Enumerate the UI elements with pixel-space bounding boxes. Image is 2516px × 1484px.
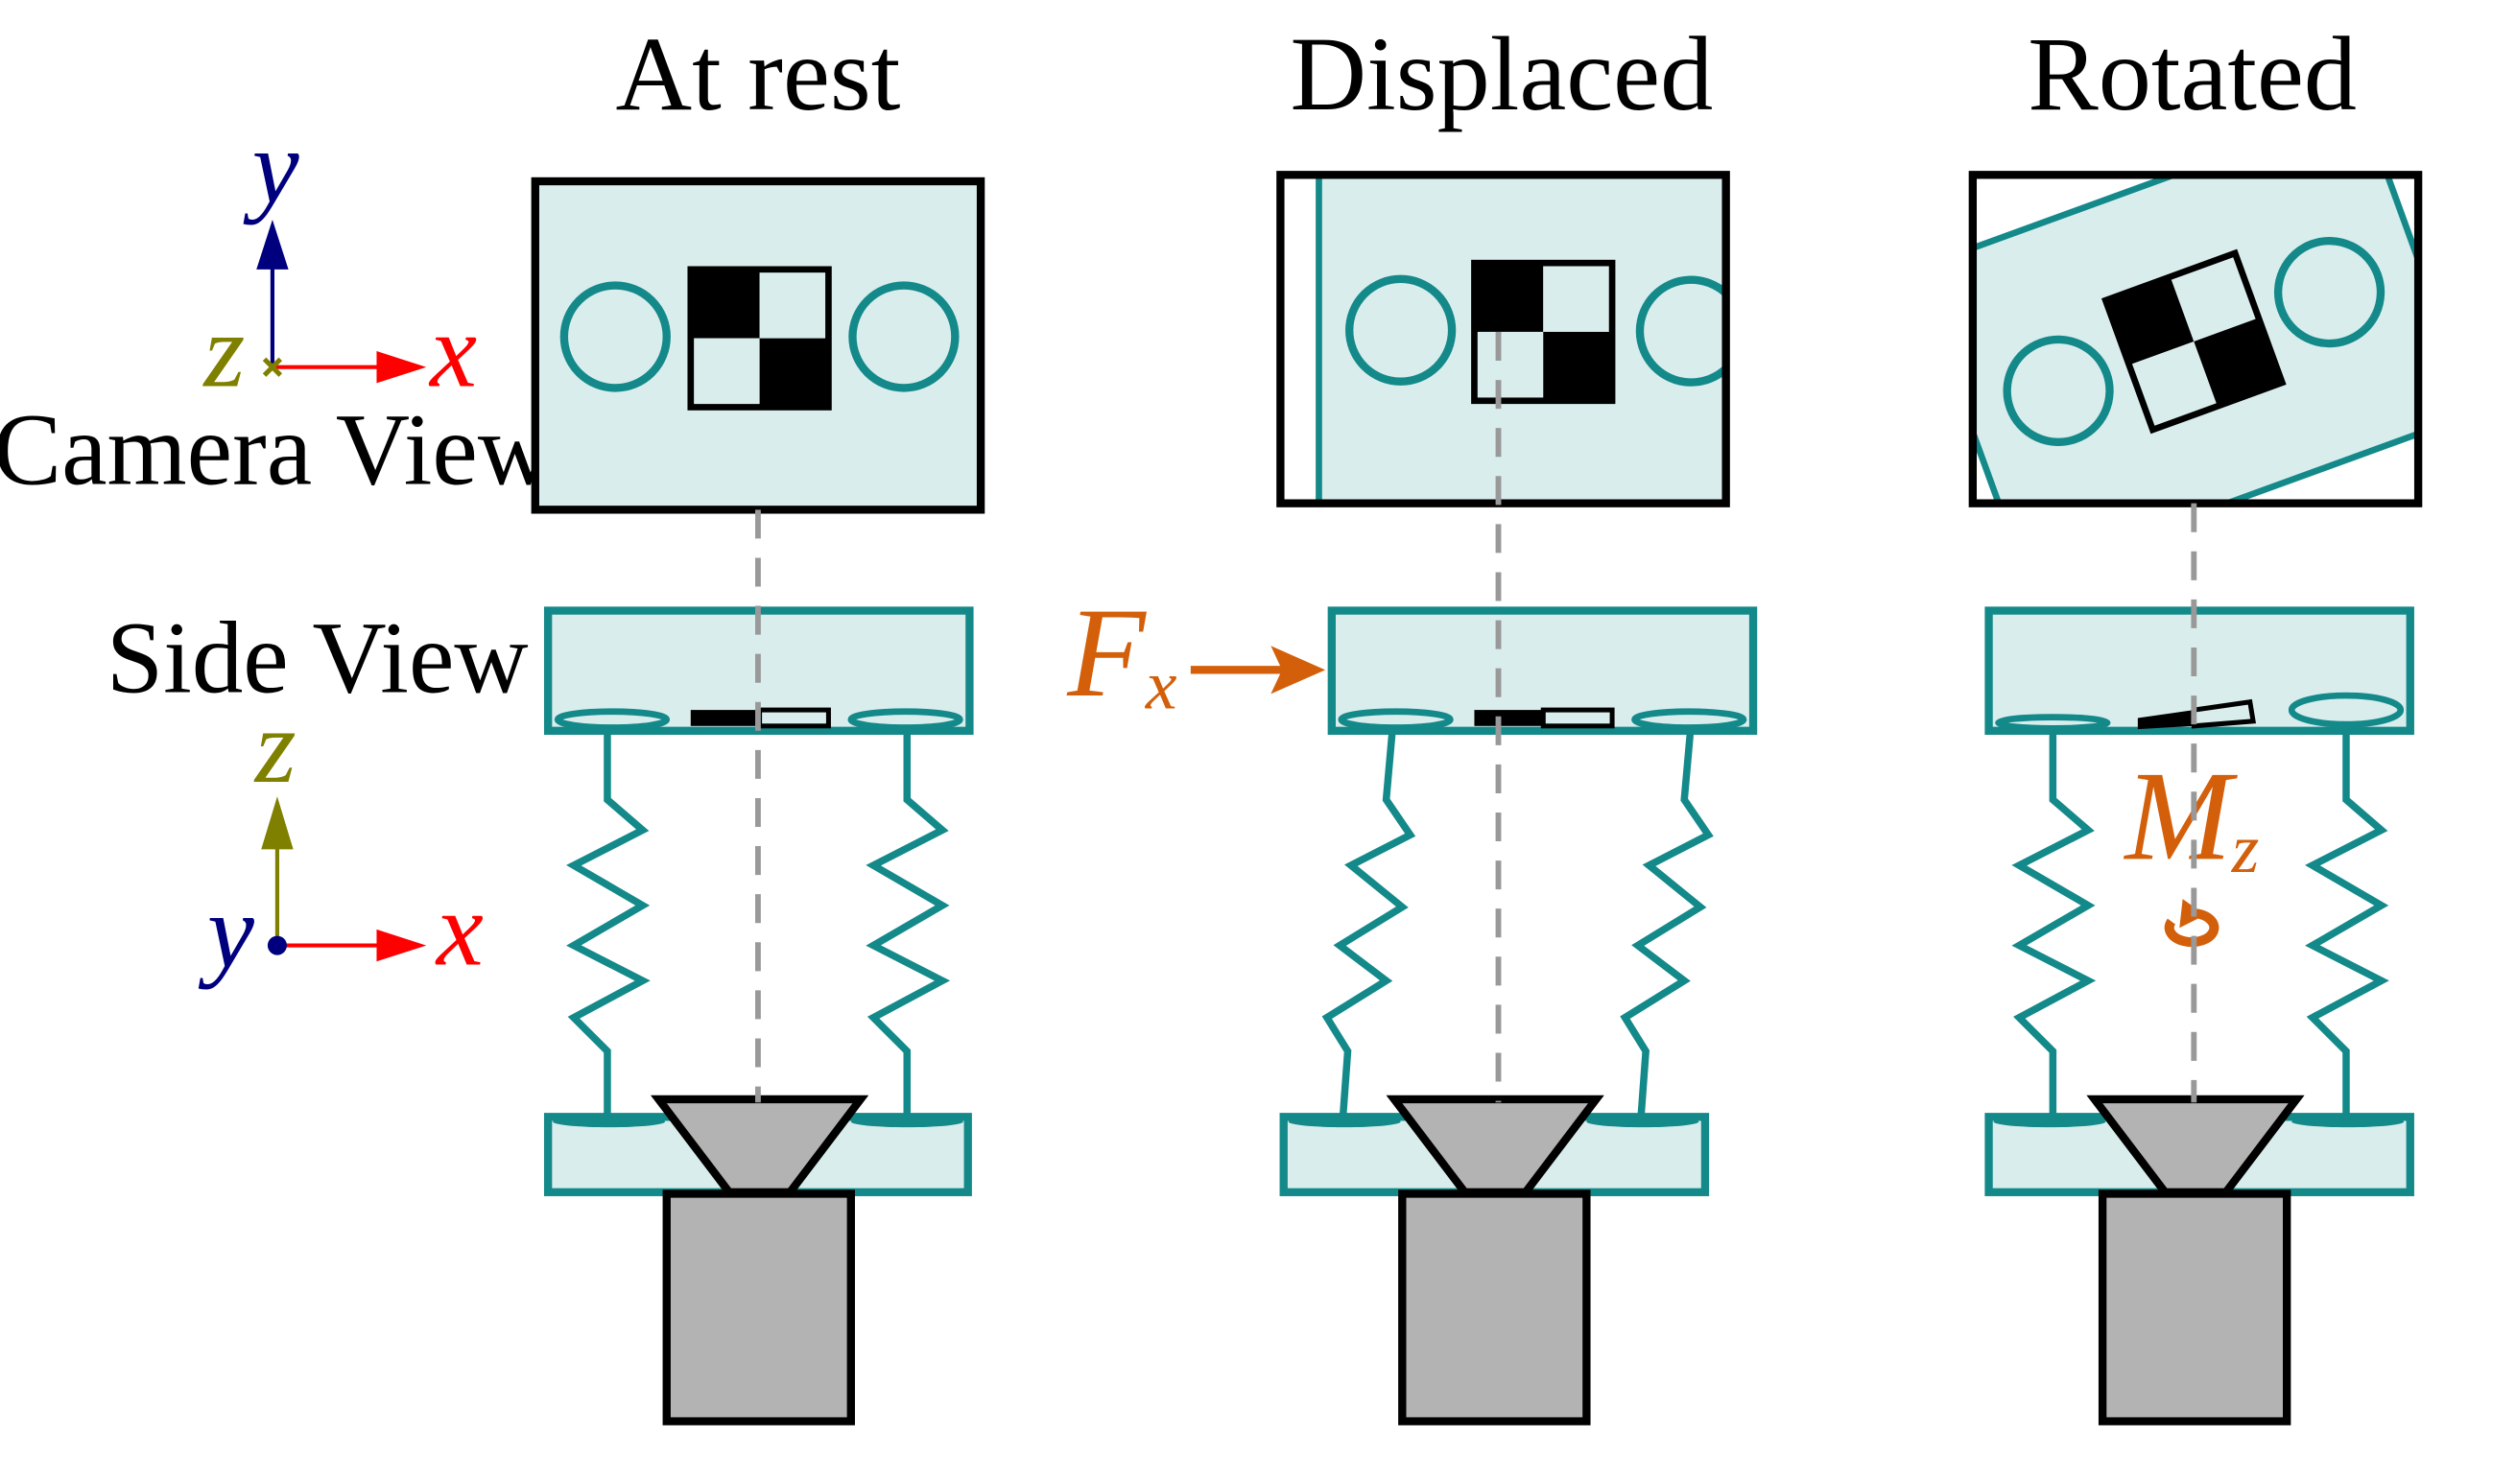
post: [2098, 1190, 2291, 1425]
spring-right: [1620, 727, 1714, 1118]
camera-axis-y-label: y: [243, 108, 299, 225]
panel-at-rest: [531, 177, 985, 1425]
camera-axes: y x z: [202, 108, 477, 410]
side-axis-y-label: y: [198, 872, 254, 989]
spring-right: [2305, 727, 2389, 1118]
post: [662, 1190, 855, 1425]
spring-left: [2011, 727, 2097, 1118]
checker-marker: [2101, 248, 2287, 435]
camera-view-rotated: [1968, 171, 2423, 507]
post: [1398, 1190, 1591, 1425]
panel-displaced: Fx: [1066, 171, 1758, 1425]
checker-marker: [1471, 259, 1616, 405]
force-label: Fx: [1066, 581, 1177, 723]
side-view-top-plate-displaced: [1327, 606, 1758, 735]
spring-right: [866, 727, 951, 1118]
camera-axis-x-label: x: [428, 293, 477, 410]
camera-axis-z-label: z: [202, 293, 245, 410]
side-axes: z x y: [198, 688, 484, 989]
panel-title-rotated: Rotated: [2028, 15, 2357, 132]
camera-view-at-rest: [531, 177, 985, 514]
checker-marker: [687, 266, 832, 411]
force-arrow: Fx: [1066, 581, 1326, 723]
camera-view-displaced: [1276, 171, 1730, 507]
camera-view-label: Camera View: [0, 394, 552, 507]
spring-left: [1321, 727, 1416, 1118]
panel-title-at-rest: At rest: [615, 15, 900, 132]
side-axis-x-label: x: [435, 871, 484, 988]
side-axis-z-label: z: [253, 688, 297, 805]
moment-indicator: Mz: [2124, 744, 2260, 948]
side-view-top-plate-rotated: [1984, 606, 2414, 735]
panel-rotated: Mz: [1968, 171, 2423, 1425]
spring-left: [566, 727, 651, 1118]
panel-title-displaced: Displaced: [1290, 15, 1713, 132]
moment-label: Mz: [2124, 744, 2260, 886]
side-view-label: Side View: [107, 602, 529, 716]
